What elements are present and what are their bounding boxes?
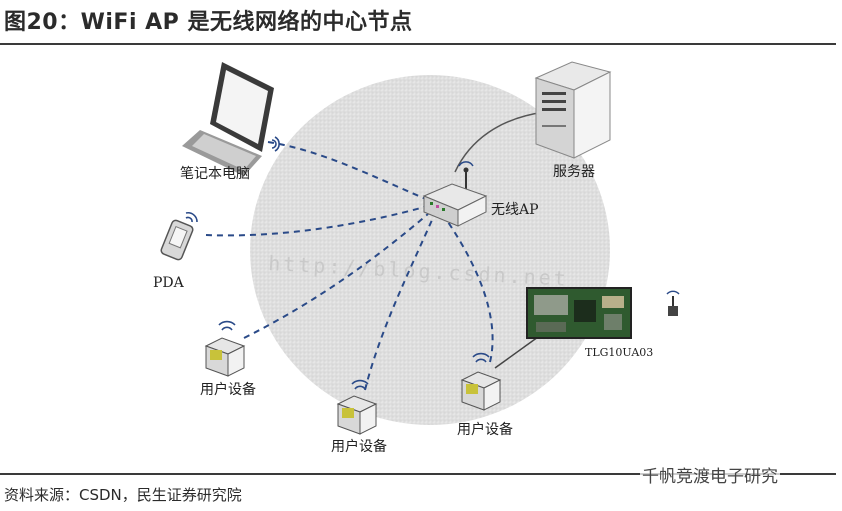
server-icon [534, 61, 612, 159]
user-device-icon [204, 337, 246, 377]
label-ap: 无线AP [491, 202, 539, 218]
label-pda: PDA [153, 275, 185, 291]
wifi-signal-icon [472, 352, 490, 363]
user-device-icon [460, 371, 502, 411]
wifi-signal-icon [218, 320, 236, 331]
figure-title: 图20：WiFi AP 是无线网络的中心节点 [4, 10, 413, 35]
laptop-icon [182, 62, 274, 176]
label-device-2: 用户设备 [331, 438, 387, 455]
coverage-area [250, 75, 610, 425]
link-board [494, 336, 539, 369]
source-note: 资料来源：CSDN，民生证券研究院 [4, 486, 242, 504]
access-point-icon [422, 161, 488, 227]
antenna-icon [666, 290, 680, 316]
link-device-3 [447, 221, 494, 363]
label-device-3: 用户设备 [457, 421, 513, 438]
link-device-2 [364, 219, 433, 391]
wifi-signal-icon [271, 136, 280, 152]
bottom-divider [0, 473, 836, 475]
link-server [454, 111, 546, 173]
link-laptop [267, 141, 429, 201]
label-board: TLG10UA03 [585, 346, 653, 359]
user-device-icon [336, 395, 378, 435]
top-divider [0, 43, 836, 45]
label-laptop: 笔记本电脑 [180, 166, 250, 182]
wifi-signal-icon [185, 211, 198, 223]
link-device-1 [243, 213, 429, 339]
wifi-signal-icon [351, 379, 369, 390]
pda-icon [160, 219, 194, 261]
wifi-network-diagram: http://blog.csdn.net 笔记本电脑 服务器 [153, 61, 680, 455]
link-pda [205, 205, 429, 237]
circuit-board-icon [526, 287, 632, 339]
label-device-1: 用户设备 [200, 381, 256, 398]
label-server: 服务器 [553, 164, 595, 180]
wechat-watermark: 千帆竞渡电子研究 [640, 462, 780, 487]
